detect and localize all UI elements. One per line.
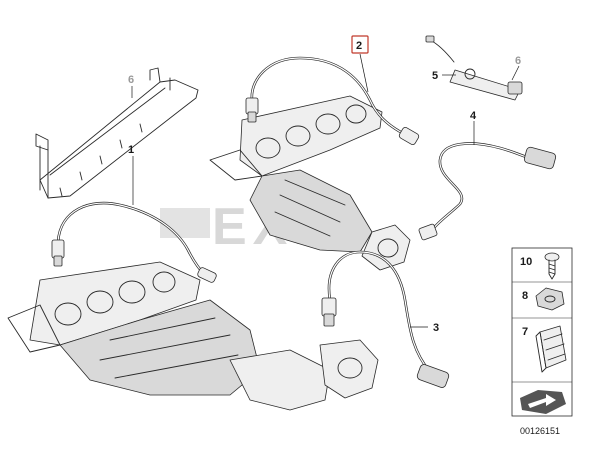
part-oxygen-sensor-1	[51, 201, 217, 283]
parts-legend-panel	[511, 247, 573, 417]
callout-6-clip[interactable]: 6	[515, 55, 521, 67]
screw-icon	[544, 252, 560, 280]
callout-3[interactable]: 3	[433, 322, 439, 334]
callout-10[interactable]: 10	[520, 256, 532, 268]
part-oxygen-sensor-4	[418, 142, 557, 241]
callout-6-rail[interactable]: 6	[128, 74, 134, 86]
callout-2-highlight	[351, 35, 369, 54]
callout-7[interactable]: 7	[522, 326, 528, 338]
part-exhaust-manifold-left	[7, 261, 379, 411]
callout-2[interactable]: 2	[356, 40, 362, 52]
leader-lines	[131, 53, 520, 328]
part-oxygen-sensor-3	[321, 250, 450, 388]
callout-8[interactable]: 8	[522, 290, 528, 302]
part-oxygen-sensor-2	[245, 56, 420, 145]
diagram-number: 00126151	[520, 426, 560, 436]
part-exhaust-manifold-right	[209, 95, 411, 271]
direction-arrow-icon	[520, 390, 566, 414]
part-cable-holder-rail	[35, 67, 199, 199]
part-bracket	[425, 35, 523, 101]
cable-holder-icon	[535, 325, 567, 373]
callout-5[interactable]: 5	[432, 70, 438, 82]
callout-1[interactable]: 1	[128, 144, 134, 156]
clip-icon	[535, 287, 565, 311]
callout-4[interactable]: 4	[470, 110, 477, 122]
